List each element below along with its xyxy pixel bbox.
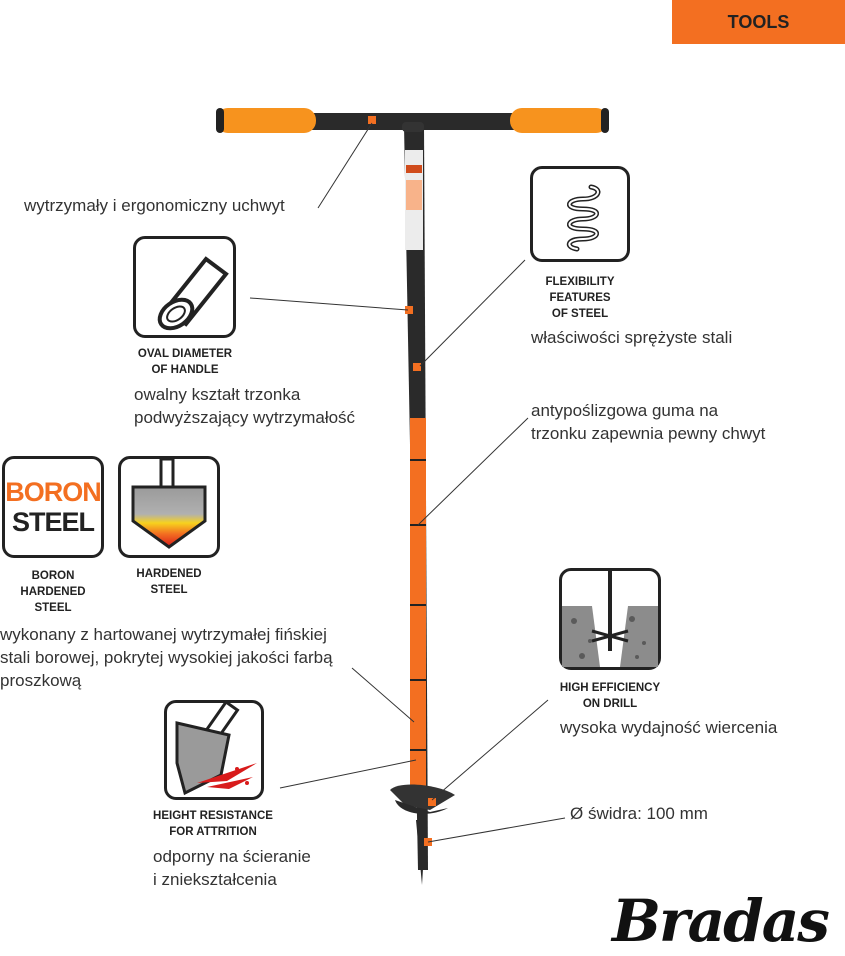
handle-grip-left xyxy=(216,108,316,133)
leader-lines xyxy=(249,122,566,843)
badge-label-drill: HIGH EFFICIENCY ON DRILL xyxy=(559,682,661,710)
caption-attrition: odporny na ścieranie i zniekształcenia xyxy=(153,847,311,889)
boron-icon-bottom-text: STEEL xyxy=(11,507,95,537)
handle-grip-right xyxy=(510,108,608,133)
badge-label-flex: FLEXIBILITY FEATURES OF STEEL xyxy=(545,276,615,320)
boron-steel-icon: BORON STEEL xyxy=(2,456,104,558)
caption-diameter: Ø świdra: 100 mm xyxy=(570,804,708,823)
badge-label-hardened: HARDENED STEEL xyxy=(136,568,202,596)
auger-blade xyxy=(390,784,455,810)
category-tag: TOOLS xyxy=(672,0,845,44)
badge-label-oval: OVAL DIAMETER OF HANDLE xyxy=(137,348,233,376)
badge-label-attrition: HEIGHT RESISTANCE FOR ATTRITION xyxy=(153,810,273,838)
bradas-logo: Bradas xyxy=(612,887,830,955)
auger-tip xyxy=(416,820,426,885)
drill-soil-icon xyxy=(559,568,661,670)
badge-label-boron: BORON HARDENED STEEL xyxy=(20,570,86,614)
attrition-shovel-icon xyxy=(164,699,264,800)
caption-handle: wytrzymały i ergonomiczny uchwyt xyxy=(24,196,285,215)
caption-boron: wykonany z hartowanej wytrzymałej fiński… xyxy=(0,625,333,690)
oval-diameter-icon xyxy=(133,236,236,338)
handle-crossbar xyxy=(220,113,605,130)
caption-flex: właściwości sprężyste stali xyxy=(531,328,733,347)
caption-drill: wysoka wydajność wiercenia xyxy=(560,718,778,737)
boron-icon-top-text: BORON xyxy=(5,477,102,507)
caption-oval: owalny kształt trzonka podwyższający wyt… xyxy=(134,385,356,427)
caption-rubber: antypoślizgowa guma na trzonku zapewnia … xyxy=(531,401,766,443)
hardened-shovel-icon xyxy=(118,456,220,558)
spring-icon xyxy=(530,166,630,262)
